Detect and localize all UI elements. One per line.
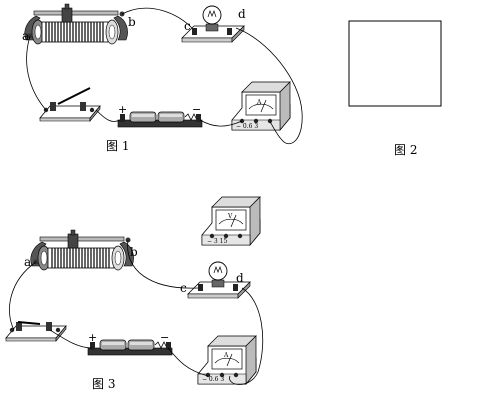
ammeter-symbol: A bbox=[223, 352, 229, 359]
switch-blade bbox=[57, 87, 91, 105]
knife-switch bbox=[39, 101, 101, 122]
light-bulb bbox=[181, 5, 245, 43]
battery-minus: − bbox=[192, 103, 201, 116]
label-a: a bbox=[24, 255, 31, 269]
caption: 图 1 bbox=[106, 139, 129, 153]
figure-3: a b V − 3 15 c d + − A − 0.6 3 图 3 bbox=[5, 196, 264, 391]
battery-plus: + bbox=[118, 103, 127, 116]
switch-blade bbox=[17, 321, 41, 325]
voltmeter-symbol: V bbox=[227, 213, 233, 220]
figure-1: a b c d + − A − 0.6 3 图 1 bbox=[22, 3, 303, 153]
wires bbox=[26, 7, 303, 145]
rheostat bbox=[30, 229, 135, 271]
label-b: b bbox=[128, 15, 136, 29]
label-a: a bbox=[22, 29, 29, 43]
label-c: c bbox=[184, 19, 191, 33]
label-d: d bbox=[236, 271, 244, 285]
ammeter-symbol: A bbox=[256, 99, 262, 106]
battery-minus: − bbox=[160, 331, 169, 344]
label-b: b bbox=[130, 245, 138, 259]
figure-2: 图 2 bbox=[348, 20, 442, 157]
rheostat bbox=[24, 3, 129, 45]
label-d: d bbox=[238, 7, 246, 21]
ammeter-terminals: − 0.6 3 bbox=[202, 376, 224, 383]
caption: 图 3 bbox=[92, 377, 115, 391]
battery-plus: + bbox=[88, 331, 97, 344]
circuit-diagram-box bbox=[348, 20, 442, 107]
caption: 图 2 bbox=[394, 143, 417, 157]
knife-switch bbox=[5, 321, 67, 342]
ammeter-terminals: − 0.6 3 bbox=[236, 123, 258, 130]
wires bbox=[9, 239, 264, 385]
voltmeter-terminals: − 3 15 bbox=[207, 238, 227, 245]
battery-pack bbox=[117, 111, 203, 128]
